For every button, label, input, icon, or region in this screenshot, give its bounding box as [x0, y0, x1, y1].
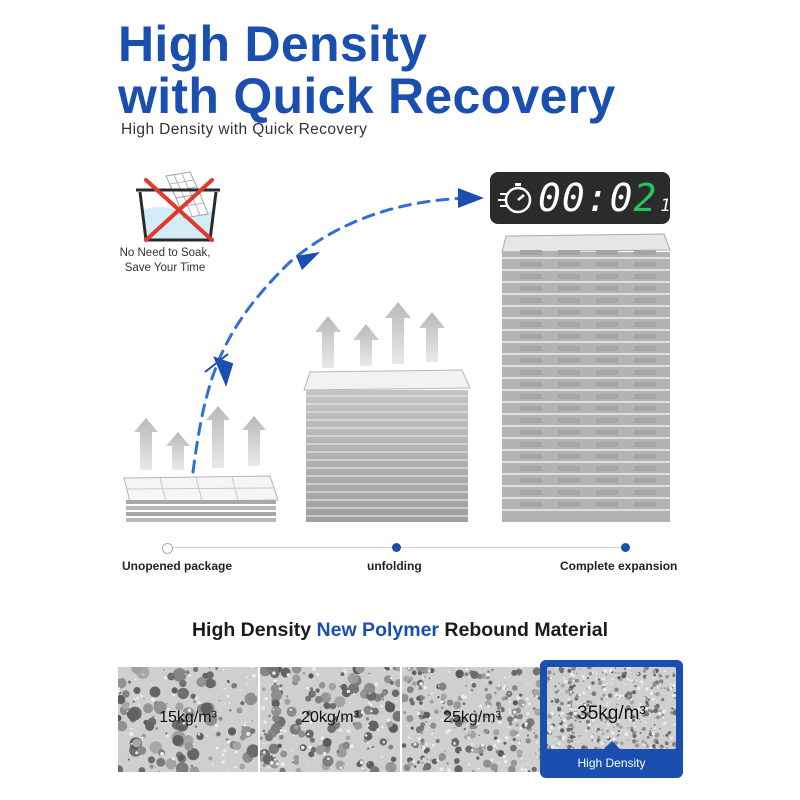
density-tile-25: 25kg/m³: [402, 667, 542, 772]
density-label-35: 35kg/m³: [577, 703, 646, 724]
path-arrowhead-1: [204, 353, 234, 387]
expansion-path: [191, 196, 470, 474]
expansion-illustration: [123, 188, 671, 522]
density-label-20: 20kg/m³: [301, 709, 359, 726]
density-tile-35: 35kg/m³: [547, 667, 676, 749]
stage-label-complete: Complete expansion: [560, 559, 678, 573]
material-heading-highlight: New Polymer: [316, 619, 440, 641]
timer-unit: 15: [660, 196, 681, 216]
page-title-line-1: High Density: [118, 16, 428, 72]
page-subtitle: High Density with Quick Recovery: [121, 121, 368, 138]
stopwatch-icon: [498, 183, 532, 214]
page-title-line-2: with Quick Recovery: [118, 68, 616, 124]
material-heading-post: Rebound Material: [439, 619, 609, 641]
density-tile-35-highlighted: 35kg/m³ High Density: [540, 660, 683, 778]
foam-texture-25: [402, 667, 542, 772]
unopened-package-stack: [123, 475, 279, 522]
high-density-badge: High Density: [577, 756, 646, 770]
no-soak-basin-icon: [136, 171, 220, 242]
timeline-dot-end: [621, 543, 630, 552]
no-soak-caption-line-2: Save Your Time: [124, 262, 206, 274]
timeline-dot-start: [162, 543, 173, 554]
complete-expansion-stack: [501, 233, 671, 522]
medium-stack-up-arrows: [315, 302, 445, 368]
density-tile-15: 15kg/m³: [118, 667, 258, 772]
density-tile-20: 20kg/m³: [260, 667, 400, 772]
timer-digits-main: 00:0: [538, 176, 634, 220]
no-soak-caption: No Need to Soak, Save Your Time: [110, 246, 220, 276]
material-heading-pre: High Density: [191, 619, 317, 641]
foam-texture-15: [118, 667, 258, 772]
path-arrowhead-3: [458, 188, 484, 208]
foam-texture-20: [260, 667, 400, 772]
material-heading: High Density New Polymer Rebound Materia…: [0, 619, 800, 642]
density-label-25: 25kg/m³: [443, 709, 501, 726]
foam-texture-35: [547, 667, 676, 749]
density-label-15: 15kg/m³: [159, 709, 217, 726]
badge-pointer-icon: [602, 741, 622, 751]
unfolding-stack: [303, 369, 471, 522]
timeline-dot-middle: [392, 543, 401, 552]
page-title: High Density with Quick Recovery: [118, 18, 616, 122]
small-stack-up-arrows: [134, 406, 266, 470]
no-soak-caption-line-1: No Need to Soak,: [119, 247, 211, 259]
stage-label-unopened: Unopened package: [122, 559, 233, 573]
stage-label-unfolding: unfolding: [367, 559, 422, 573]
timer-digit-highlight: 2: [633, 176, 658, 220]
path-arrowhead-2: [296, 252, 320, 270]
